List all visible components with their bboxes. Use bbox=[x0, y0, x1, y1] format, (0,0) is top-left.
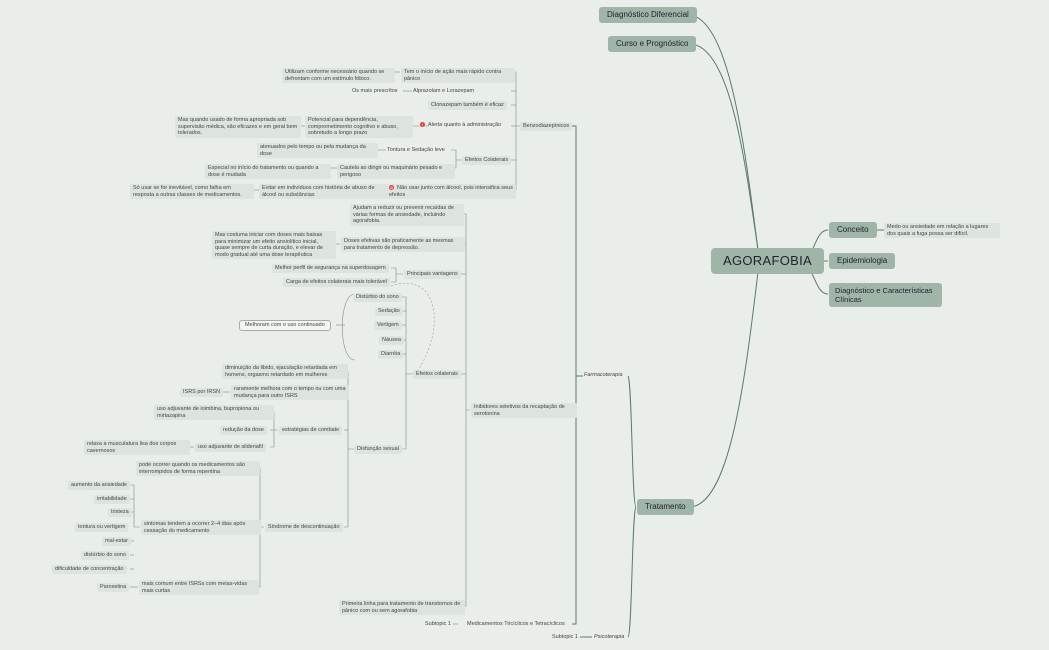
alert-icon: ! bbox=[420, 122, 425, 128]
isrs-rarely[interactable]: raramente melhora com o tempo ou com uma… bbox=[231, 385, 349, 401]
prohibited-icon: ⊘ bbox=[389, 185, 394, 191]
isrs-improve-summary[interactable]: Melhoram com o uso continuado bbox=[239, 320, 331, 331]
benzo-rapid-note[interactable]: Utilizam conforme necessário quando se d… bbox=[282, 68, 395, 84]
benzo-rapid[interactable]: Tem o início de ação mais rápido contra … bbox=[401, 68, 515, 84]
farmacoterapia[interactable]: Farmacoterapia bbox=[584, 372, 623, 378]
topic-epidemiologia[interactable]: Epidemiologia bbox=[829, 253, 896, 269]
benzo-cautela[interactable]: Cautela ao dirigir ou maquinário pesado … bbox=[337, 164, 455, 180]
isrs-libido[interactable]: diminuição da libido, ejaculação retarda… bbox=[222, 364, 348, 380]
benzo-alert[interactable]: !Alerta quanto à administração bbox=[420, 122, 502, 128]
isrs-adv-safety[interactable]: Melhor perfil de segurança na superdosag… bbox=[272, 264, 389, 273]
topic-tratamento[interactable]: Tratamento bbox=[637, 499, 694, 515]
isrs-doses-note[interactable]: Mas costuma iniciar com doses mais baixa… bbox=[212, 231, 336, 260]
benzo-prescribed[interactable]: Alprazolam e Lorazepam bbox=[413, 88, 475, 94]
isrs-adv-tolerable[interactable]: Carga de efeitos colaterais mais toleráv… bbox=[283, 278, 390, 287]
isrs-strategies[interactable]: estratégias de combate bbox=[279, 426, 343, 435]
topic-diagnostico-diferencial[interactable]: Diagnóstico Diferencial bbox=[599, 7, 697, 23]
isrs-disc-sudden[interactable]: pode ocorrer quando os medicamentos são … bbox=[136, 461, 260, 477]
benzo-alert-note[interactable]: Mas quando usado de forma apropriada sob… bbox=[175, 116, 301, 138]
benzo-alcohol-note[interactable]: Só usar se for inevitável, como falha em… bbox=[130, 184, 254, 200]
topic-diagnostico-caracteristicas[interactable]: Diagnóstico e Características Clínicas bbox=[829, 283, 942, 307]
benzo-tontura[interactable]: Tontura e Sedação leve bbox=[387, 147, 445, 153]
psicoterapia-subtopic[interactable]: Subtopic 1 bbox=[552, 634, 578, 640]
isrs-discontinuation[interactable]: Síndrome de descontinuação bbox=[265, 523, 343, 532]
isrs-sildenafil-note[interactable]: relaxa a musculatura lisa dos corpos cav… bbox=[84, 440, 190, 456]
symptom-concentracao[interactable]: dificuldade de concentração bbox=[52, 565, 127, 574]
isrs-halflife[interactable]: mais comum entre ISRSs com meias-vidas m… bbox=[139, 580, 259, 596]
isrs-symptoms[interactable]: sintomas tendem a ocorrer 2–4 dias após … bbox=[141, 520, 261, 536]
benzo-cautela-note[interactable]: Especial no início do tratamento ou quan… bbox=[205, 164, 331, 180]
isrs-topic[interactable]: Inibidores seletivos da recaptação de se… bbox=[471, 403, 577, 419]
tricyclic-subtopic[interactable]: Subtopic 1 bbox=[425, 621, 451, 627]
benzo-topic[interactable]: Benzodiazepínicos bbox=[520, 122, 573, 131]
benzo-side-effects[interactable]: Efeitos Colaterais bbox=[462, 156, 512, 165]
symptom-mal-estar[interactable]: mal-estar bbox=[102, 537, 131, 546]
symptom-tontura[interactable]: tontura ou vertigem bbox=[75, 523, 129, 532]
effect-nausea[interactable]: Náusea bbox=[379, 336, 404, 345]
benzo-alcohol[interactable]: ⊘Não usar junto com álcool, pois intensi… bbox=[386, 184, 516, 200]
isrs-adjuvant1[interactable]: uso adjuvante de ioimbina, bupropiona ou… bbox=[154, 405, 274, 421]
effect-disturbio-sono[interactable]: Distúrbio do sono bbox=[353, 293, 402, 302]
tricyclic-meds[interactable]: Medicamentos Tricíclicos e Tetracíclicos bbox=[467, 621, 565, 627]
effect-sedacao[interactable]: Sedação bbox=[375, 307, 403, 316]
symptom-irritabilidade[interactable]: irritabilidade bbox=[94, 495, 130, 504]
conceito-note[interactable]: Medo ou ansiedade em relação a lugares d… bbox=[884, 223, 1000, 239]
topic-curso-prognostico[interactable]: Curso e Prognóstico bbox=[608, 36, 697, 52]
benzo-alcohol-detail[interactable]: Evitar em indivíduos com história de abu… bbox=[259, 184, 387, 200]
isrs-doses[interactable]: Doses efetivas são praticamente as mesma… bbox=[341, 237, 465, 253]
isrs-dose-reduction[interactable]: redução da dose bbox=[220, 426, 267, 435]
psicoterapia[interactable]: Psicoterapia bbox=[594, 634, 625, 640]
isrs-irsn[interactable]: ISRS por IRSN bbox=[180, 388, 223, 397]
central-topic[interactable]: AGORAFOBIA bbox=[711, 248, 824, 274]
benzo-tontura-note[interactable]: atenuados pelo tempo ou pela mudança da … bbox=[257, 143, 378, 159]
benzo-clonazepam[interactable]: Clonazepam também é eficaz bbox=[428, 101, 507, 110]
benzo-prescribed-note[interactable]: Os mais prescritos bbox=[352, 88, 398, 94]
isrs-sildenafil[interactable]: uso adjuvante de sildenafil bbox=[195, 443, 266, 452]
isrs-sexual[interactable]: Disfunção sexual bbox=[354, 445, 402, 454]
isrs-paroxetina[interactable]: Paroxetina bbox=[97, 583, 130, 592]
effect-vertigem[interactable]: Vertigem bbox=[374, 321, 402, 330]
symptom-disturbio-sono[interactable]: distúrbio do sono bbox=[81, 551, 129, 560]
symptom-tristeza[interactable]: tristeza bbox=[108, 508, 132, 517]
isrs-advantages[interactable]: Principais vantagens bbox=[404, 270, 461, 279]
isrs-reduce[interactable]: Ajudam a reduzir ou prevenir recaídas de… bbox=[350, 204, 464, 226]
isrs-first-line[interactable]: Primeira linha para tratamento de transt… bbox=[339, 600, 465, 616]
isrs-effects[interactable]: Efeitos colaterais bbox=[413, 370, 461, 379]
topic-conceito[interactable]: Conceito bbox=[829, 222, 877, 238]
benzo-alert-detail[interactable]: Potencial para dependência, comprometime… bbox=[305, 116, 413, 138]
symptom-ansiedade[interactable]: aumento da ansiedade bbox=[68, 481, 130, 490]
effect-diarreia[interactable]: Diarréia bbox=[378, 350, 404, 359]
